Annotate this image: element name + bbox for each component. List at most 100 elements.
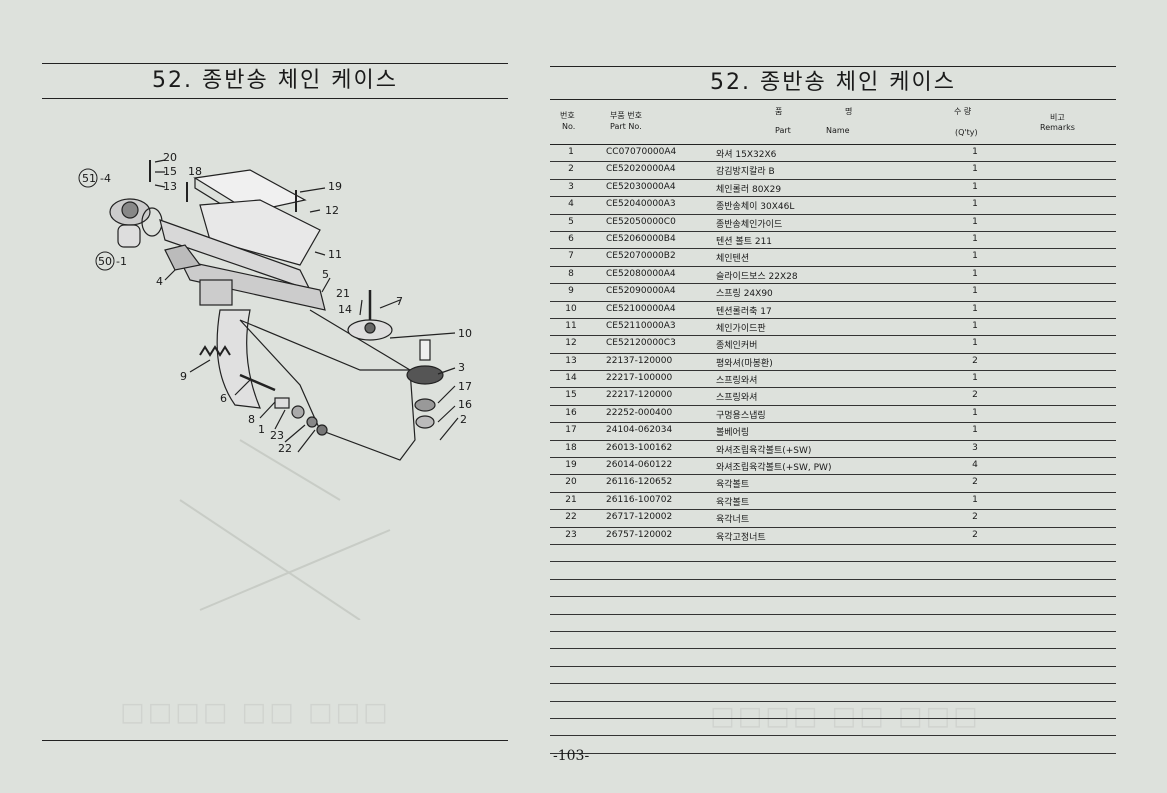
- cell-part: CE52110000A3: [606, 320, 676, 331]
- table-row: 11 CE52110000A3 체인가이드판 1: [550, 319, 1116, 337]
- cell-name: 스프링 24X90: [716, 289, 773, 300]
- empty-row: [550, 597, 1116, 615]
- header-part-ko: 부품 번호: [610, 111, 642, 120]
- callout-label: 12: [325, 204, 339, 217]
- cell-qty: 2: [972, 512, 978, 523]
- callout-label: 14: [338, 303, 352, 316]
- callout-label: 2: [460, 413, 467, 426]
- cell-name: 체인텐션: [716, 254, 750, 265]
- table-row: 8 CE52080000A4 슬라이드보스 22X28 1: [550, 267, 1116, 285]
- cell-qty: 1: [972, 320, 978, 331]
- page-title: 52. 종반송 체인 케이스: [550, 66, 1116, 100]
- cell-part: CE52080000A4: [606, 268, 676, 279]
- bleed-through-text: □□□□ □□ □□□: [120, 700, 391, 730]
- cell-qty: 1: [972, 147, 978, 157]
- cell-no: 8: [568, 268, 574, 279]
- callout-label: 9: [180, 370, 187, 383]
- cell-name: 종반송체이 30X46L: [716, 202, 795, 213]
- cell-no: 22: [565, 512, 577, 523]
- header-no-en: No.: [562, 122, 576, 131]
- cell-no: 14: [565, 373, 577, 384]
- cell-qty: 4: [972, 460, 978, 471]
- exploded-parts-diagram: 20 15 13 18 19 12 11 5 4 21 14 7 10 9 6 …: [78, 151, 472, 620]
- right-page: 52. 종반송 체인 케이스 □□□□ □□ □□□ 번호 No. 부품 번호 …: [550, 0, 1167, 793]
- cell-qty: 2: [972, 355, 978, 366]
- cell-part: 26116-100702: [606, 494, 673, 505]
- cell-part: CE52040000A3: [606, 199, 676, 210]
- cell-part: CE52120000C3: [606, 338, 676, 349]
- cell-name: 슬라이드보스 22X28: [716, 271, 798, 282]
- parts-table: 번호 No. 부품 번호 Part No. 품 명 Part Name 수 량 …: [550, 106, 1116, 754]
- cell-no: 6: [568, 233, 574, 244]
- header-remarks-ko: 비고: [1050, 113, 1065, 122]
- cell-no: 16: [565, 407, 577, 418]
- cell-qty: 1: [972, 216, 978, 227]
- cell-name: 체인가이드판: [716, 323, 766, 334]
- cell-qty: 1: [972, 268, 978, 279]
- cell-part: 26013-100162: [606, 442, 673, 453]
- cell-qty: 1: [972, 373, 978, 384]
- cell-name: 육각고정너트: [716, 532, 766, 543]
- cell-qty: 3: [972, 442, 978, 453]
- callout-label: 20: [163, 151, 177, 164]
- cell-no: 18: [565, 442, 577, 453]
- cell-name: 텐션 볼트 211: [716, 236, 773, 247]
- cell-qty: 1: [972, 425, 978, 436]
- cell-qty: 1: [972, 286, 978, 297]
- callout-label: 11: [328, 248, 342, 261]
- cell-part: 26757-120002: [606, 529, 673, 540]
- cell-name: 육각볼트: [716, 480, 750, 491]
- header-qty-ko: 수 량: [954, 107, 972, 116]
- header-name-en: Name: [826, 126, 850, 135]
- cell-part: CC07070000A4: [606, 147, 677, 157]
- cell-qty: 1: [972, 199, 978, 210]
- callout-label: 16: [458, 398, 472, 411]
- callout-label: 3: [458, 361, 465, 374]
- page-title: 52. 종반송 체인 케이스: [42, 63, 508, 99]
- cell-name: 종반송체인가이드: [716, 219, 783, 230]
- callout-label: 21: [336, 287, 350, 300]
- cell-qty: 1: [972, 303, 978, 314]
- empty-row: [550, 736, 1116, 754]
- header-part-en: Part No.: [610, 122, 642, 131]
- cell-no: 11: [565, 320, 577, 331]
- header-name-ko: 명: [845, 107, 853, 116]
- cell-qty: 1: [972, 251, 978, 262]
- cell-qty: 1: [972, 233, 978, 244]
- cell-qty: 1: [972, 494, 978, 505]
- callout-label: 17: [458, 380, 472, 393]
- cell-no: 10: [565, 303, 577, 314]
- cell-qty: 1: [972, 164, 978, 175]
- cell-no: 3: [568, 181, 574, 192]
- callout-label: 19: [328, 180, 342, 193]
- callout-label: 23: [270, 429, 284, 442]
- callout-label: 4: [156, 275, 163, 288]
- cell-no: 15: [565, 390, 577, 401]
- cell-qty: 2: [972, 477, 978, 488]
- cell-no: 5: [568, 216, 574, 227]
- cell-part: 26014-060122: [606, 460, 673, 471]
- header-qty-en: (Q'ty): [955, 128, 978, 137]
- callout-label: 22: [278, 442, 292, 455]
- cell-name: 구멍용스냅링: [716, 410, 766, 421]
- cell-name: 종체인커버: [716, 341, 758, 352]
- cell-part: CE52090000A4: [606, 286, 676, 297]
- cell-name: 스프링와셔: [716, 376, 758, 387]
- cell-name: 스프링와셔: [716, 393, 758, 404]
- empty-row: [550, 719, 1116, 737]
- cell-no: 19: [565, 460, 577, 471]
- cell-part: CE52100000A4: [606, 303, 676, 314]
- cell-part: 26116-120652: [606, 477, 673, 488]
- cell-no: 17: [565, 425, 577, 436]
- callout-label: 15: [163, 165, 177, 178]
